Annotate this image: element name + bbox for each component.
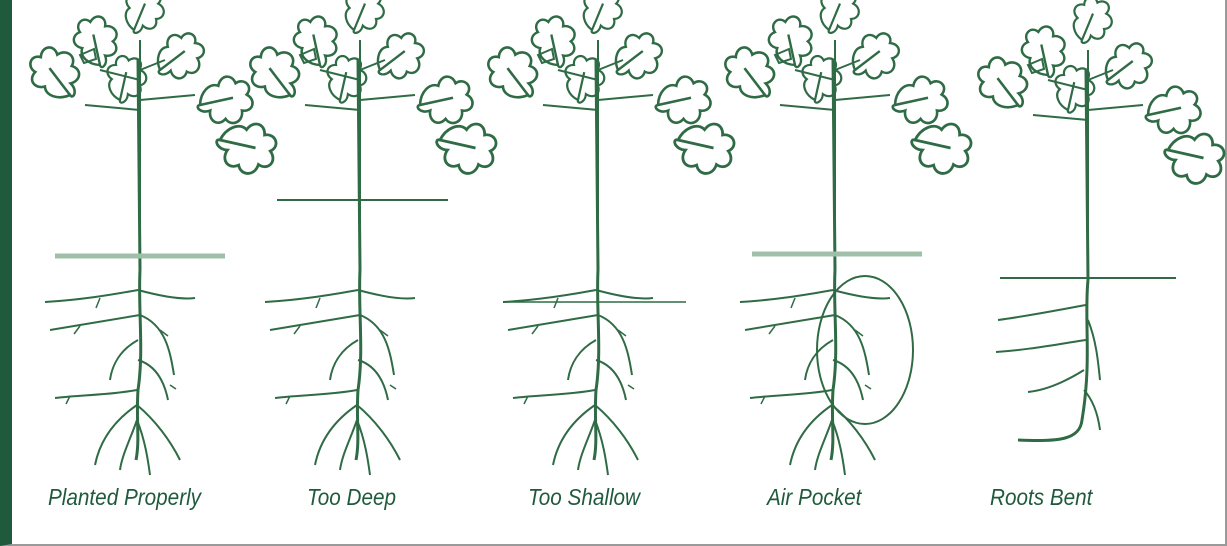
panel-too-deep (241, 0, 500, 475)
caption-too-deep: Too Deep (307, 484, 396, 511)
caption-planted-properly: Planted Properly (48, 484, 201, 511)
panel-planted-properly (21, 0, 280, 475)
panel-too-shallow (479, 0, 738, 475)
panel-roots-bent (969, 0, 1227, 441)
caption-too-shallow: Too Shallow (528, 484, 640, 511)
panel-air-pocket (716, 0, 975, 475)
caption-roots-bent: Roots Bent (990, 484, 1092, 511)
caption-air-pocket: Air Pocket (767, 484, 861, 511)
air-pocket-outline (817, 276, 913, 424)
